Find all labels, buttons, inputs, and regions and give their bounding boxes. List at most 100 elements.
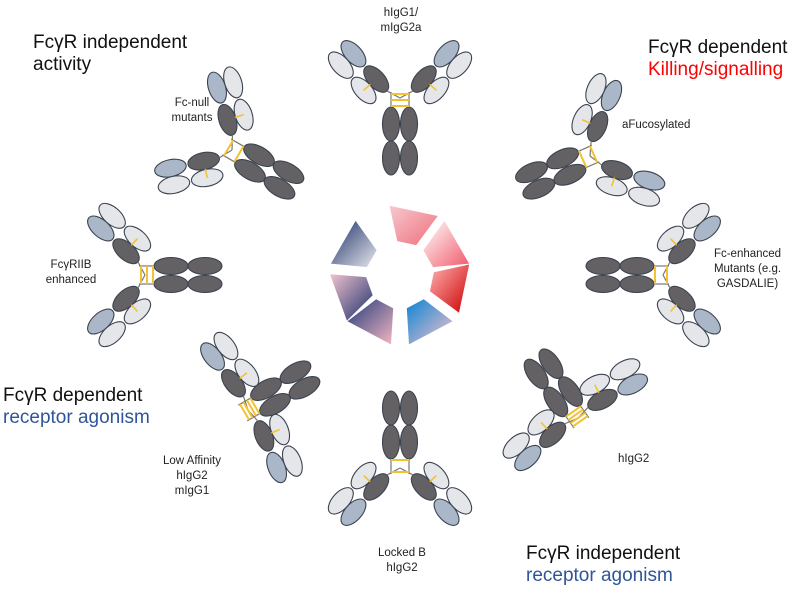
fc-region [585, 256, 655, 294]
fab-arm-left [87, 274, 152, 348]
light-chain-vl [682, 202, 710, 229]
label-line: hIgG2 [176, 470, 208, 482]
fc-ch2-right [153, 256, 189, 276]
fab-arm-right [87, 202, 152, 276]
hinge-disulfide [578, 150, 588, 168]
light-heavy-disulfide [594, 384, 600, 394]
fc-ch2-left [619, 256, 655, 276]
heading-line: FcγR dependent [648, 37, 788, 58]
fc-ch2-right [399, 106, 419, 142]
fc-region [515, 147, 587, 200]
light-chain-vl [98, 321, 126, 348]
light-heavy-disulfide [204, 168, 209, 178]
label-line: Mutants (e.g. [713, 263, 782, 275]
antibody-bottom-right [502, 348, 649, 472]
light-chain-vl [502, 432, 530, 459]
label-line: FcγRIIB [50, 259, 92, 271]
antibody-label-afucosylated: aFucosylated [622, 118, 712, 133]
antibody-group [87, 40, 721, 526]
fc-ch3-left [381, 140, 401, 176]
antibody-label-locked-b: Locked B hIgG2 [371, 546, 433, 576]
label-line: Low Affinity [163, 455, 221, 467]
label-line: Fc-enhanced [713, 248, 782, 260]
hinge-disulfide [242, 401, 254, 419]
light-heavy-disulfide [130, 304, 139, 312]
hinge-right [585, 161, 600, 169]
fc-ch2-left [399, 424, 419, 460]
light-heavy-disulfide [540, 421, 548, 430]
fc-region [523, 348, 583, 418]
light-heavy-disulfide [429, 83, 437, 92]
hinge-region [577, 144, 600, 169]
light-heavy-disulfide [581, 118, 591, 125]
light-heavy-disulfide [610, 177, 616, 187]
antibody-label-fc-enhanced: Fc-enhanced Mutants (e.g. GASDALIE) [700, 247, 795, 292]
fc-ch3-left [399, 390, 419, 426]
fab-arm-right [589, 155, 666, 207]
label-line: mIgG1 [174, 485, 210, 497]
segment-pink-light [389, 205, 438, 246]
fc-ch3-right [187, 256, 223, 276]
light-heavy-disulfide [130, 238, 139, 246]
antibody-label-higg2: hIgG2 [618, 452, 668, 467]
hinge-disulfide [246, 399, 257, 417]
light-heavy-disulfide [363, 474, 371, 483]
fab-arm-right [206, 66, 254, 151]
hinge-left [577, 144, 593, 152]
segment-cyan [406, 299, 453, 345]
fc-ch3-right [272, 160, 305, 185]
hinge-left [222, 154, 236, 163]
hinge-disulfide [223, 139, 234, 157]
fab-arm-right [200, 331, 260, 411]
light-chain-vl [327, 487, 354, 515]
fc-ch3-right [399, 140, 419, 176]
fc-ch3-right [279, 360, 312, 385]
label-line: hIgG1/ [383, 7, 419, 19]
fc-ch3-left [288, 375, 321, 400]
hinge-disulfide [565, 405, 582, 418]
fc-ch2-right [381, 424, 401, 460]
heading-line: FcγR independent [526, 543, 681, 564]
fab-arm-left [571, 73, 623, 157]
heading-fcgr-dependent-killing: FcγR dependent Killing/signalling [648, 37, 787, 81]
fab-arm-left-wrapper [247, 409, 303, 484]
fab-arm-right [327, 461, 401, 526]
antibody-label-low-affinity: Low Affinity hIgG2 mIgG1 [152, 454, 232, 499]
fab-arm-left [399, 461, 473, 526]
heading-line: FcγR independent [33, 32, 188, 53]
light-heavy-disulfide [363, 83, 371, 92]
segment-red [429, 264, 470, 313]
segment-navy-light [330, 274, 373, 321]
segment-navy-dark [330, 220, 377, 268]
hinge-region [564, 405, 590, 429]
antibody-bottom [327, 390, 473, 526]
segment-pink-fade [423, 220, 470, 268]
label-line: Fc-null [174, 97, 210, 109]
fab-arm-left [577, 358, 649, 419]
hinge-region [654, 265, 669, 285]
hinge-region [139, 265, 154, 285]
fab-arm-right-wrapper [200, 331, 260, 411]
label-line: enhanced [45, 274, 97, 286]
fab-arm-right [656, 274, 721, 348]
light-chain-vl [327, 51, 354, 79]
hinge-region [222, 138, 245, 163]
hinge-right [231, 138, 245, 148]
light-chain-vl [213, 331, 239, 361]
hinge-disulfide [233, 145, 245, 163]
fab-arm-right [502, 409, 579, 472]
label-line: mutants [171, 112, 213, 124]
label-line: hIgG2 [618, 453, 650, 465]
fab-arm-right [399, 40, 473, 105]
light-heavy-disulfide [234, 113, 244, 119]
heading-fcgr-dependent-agonism: FcγR dependent receptor agonism [3, 385, 150, 429]
heading-fcgr-independent-agonism: FcγR independent receptor agonism [526, 543, 680, 587]
heading-fcgr-independent-activity: FcγR independent activity [33, 32, 187, 76]
label-line: Locked B [378, 547, 426, 559]
fc-ch2-left [153, 274, 189, 294]
fc-ch3-left [515, 161, 548, 184]
heading-line: activity [33, 54, 92, 75]
fab-arm-left [154, 149, 233, 195]
